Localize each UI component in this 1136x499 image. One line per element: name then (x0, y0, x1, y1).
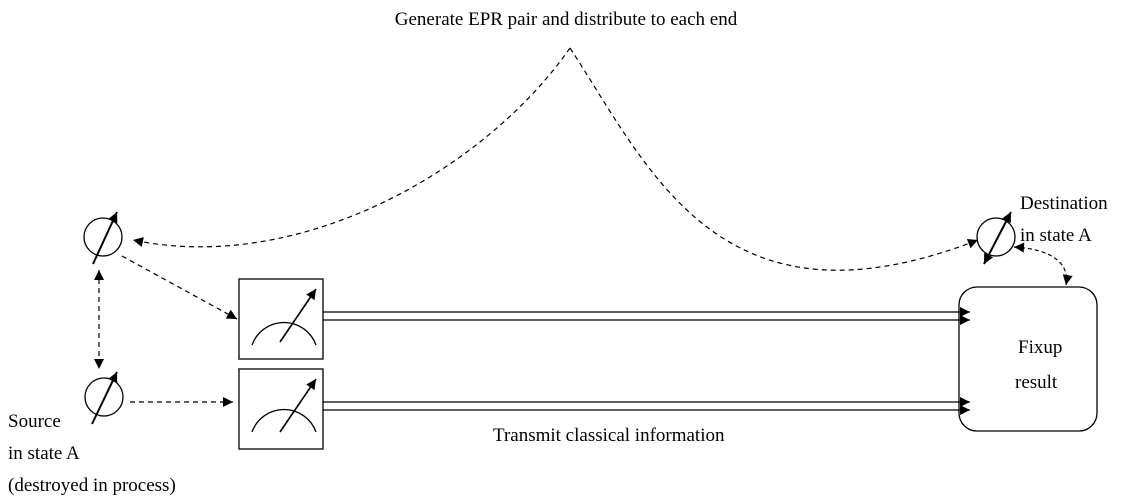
qubit-destination-icon (976, 211, 1016, 265)
epr-caption: Generate EPR pair and distribute to each… (395, 9, 738, 30)
qubit-source-icon (84, 371, 124, 425)
destination-label-line2: in state A (1020, 225, 1092, 246)
source-label-line2: in state A (8, 443, 80, 464)
destination-label-line1: Destination (1020, 193, 1108, 214)
source-label-line1: Source (8, 411, 61, 432)
epr-curve-right (569, 47, 979, 271)
qubit-epr-left-icon (83, 211, 123, 265)
meter-bottom-icon (238, 368, 324, 450)
meter-top-icon (238, 278, 324, 360)
fixup-box (958, 286, 1098, 432)
classical-channel-top (323, 307, 970, 325)
epr-curve-left (132, 47, 571, 248)
classical-channel-bottom (323, 397, 970, 415)
destination-to-fixup-arrow (1013, 242, 1073, 286)
transmit-caption: Transmit classical information (493, 425, 725, 446)
fixup-label-line1: Fixup (1018, 337, 1062, 358)
fixup-label-line2: result (1015, 372, 1058, 393)
epr-to-meter-arrow (121, 255, 238, 320)
source-label-line3: (destroyed in process) (8, 475, 176, 496)
